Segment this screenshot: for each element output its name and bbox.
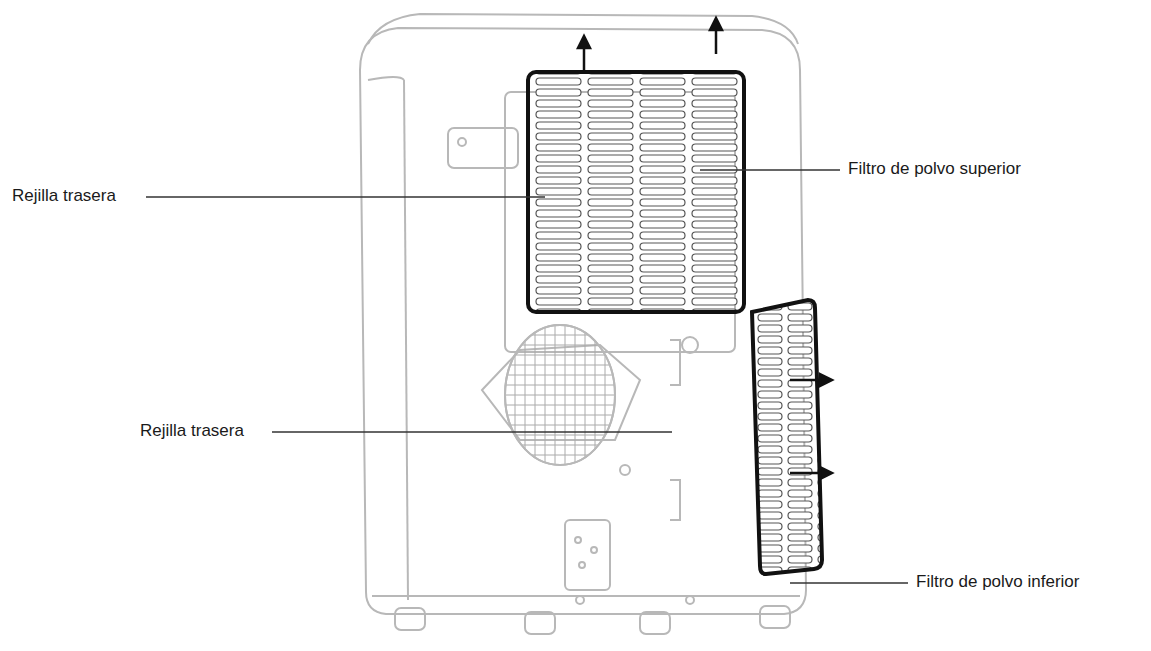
part-label: Filtro de polvo superior — [846, 159, 1023, 179]
upper-filter — [528, 72, 744, 312]
unit-body — [360, 14, 806, 634]
part-label: Filtro de polvo inferior — [914, 572, 1081, 592]
part-label: Rejilla trasera — [10, 186, 118, 206]
leader-lines — [146, 170, 908, 583]
lower-filter — [752, 300, 822, 574]
part-label: Rejilla trasera — [138, 421, 246, 441]
direction-arrows — [578, 18, 832, 479]
